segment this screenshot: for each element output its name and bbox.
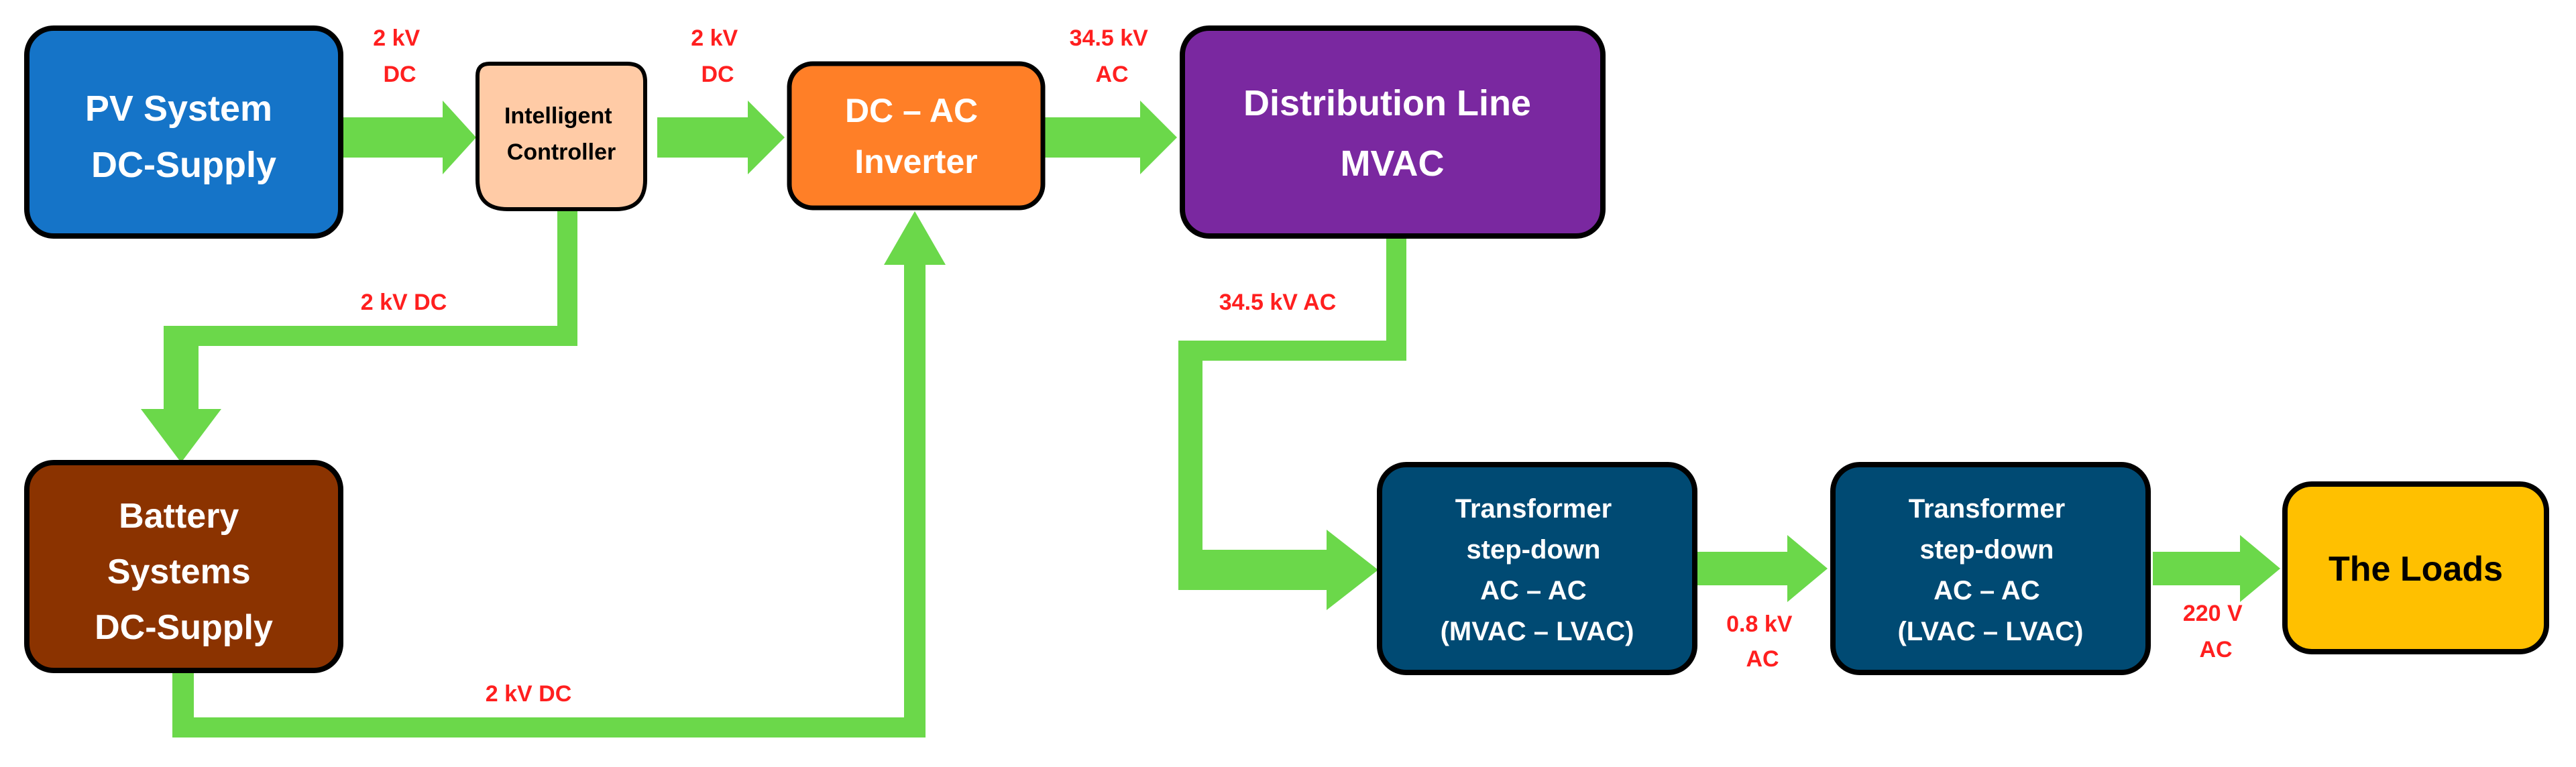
block-transformer1-line4: (MVAC – LVAC) xyxy=(1441,617,1634,646)
label-pv-to-controller: 2 kV DC xyxy=(373,25,426,87)
arrow-distribution-to-transformer1 xyxy=(1178,238,1406,610)
block-transformer2-line3: AC – AC xyxy=(1934,576,2040,605)
arrow-inverter-to-distribution xyxy=(1043,101,1177,174)
label-battery-to-inverter: 2 kV DC xyxy=(486,681,572,707)
svg-text:Transformer step-down: Transformer step-down AC – AC (MVAC – LV… xyxy=(1441,494,1634,646)
block-battery-line3: DC-Supply xyxy=(95,608,273,647)
block-pv-line1: PV System xyxy=(85,88,272,129)
label-transformer1-to-transformer2: 0.8 kV AC xyxy=(1726,611,1799,672)
block-battery-systems: Battery Systems DC-Supply xyxy=(24,460,343,673)
block-transformer2-line4: (LVAC – LVAC) xyxy=(1897,617,2083,646)
svg-text:The Loads: The Loads xyxy=(2329,550,2503,589)
block-the-loads: The Loads xyxy=(2282,481,2549,654)
block-transformer1-line2: step-down xyxy=(1466,535,1600,565)
block-transformer2-line1: Transformer xyxy=(1909,494,2065,524)
connectors xyxy=(141,101,2280,738)
block-loads-line1: The Loads xyxy=(2329,550,2503,589)
block-controller-line1: Intelligent xyxy=(504,103,612,129)
svg-text:DC – AC Inverter: DC – AC Inverter xyxy=(845,92,987,180)
svg-text:Battery Systems DC: Battery Systems DC-Supply xyxy=(95,497,273,647)
block-inverter-line1: DC – AC xyxy=(845,92,978,129)
svg-text:Intelligent Controller: Intelligent Controller xyxy=(504,103,618,165)
block-pv-system: PV System DC-Supply xyxy=(24,25,343,239)
arrow-pv-to-controller xyxy=(342,101,476,174)
block-dc-ac-inverter: DC – AC Inverter xyxy=(787,61,1046,211)
block-transformer2-line2: step-down xyxy=(1919,535,2054,565)
block-controller-line2: Controller xyxy=(507,139,616,165)
block-distribution-line2: MVAC xyxy=(1341,143,1445,184)
block-transformer1-line1: Transformer xyxy=(1455,494,1612,524)
label-inverter-to-distribution: 34.5 kV AC xyxy=(1070,25,1155,87)
block-inverter-line2: Inverter xyxy=(854,143,977,180)
arrow-controller-to-inverter xyxy=(657,101,785,174)
svg-text:PV System DC-Supply: PV System DC-Supply xyxy=(85,88,282,185)
block-distribution-line: Distribution Line MVAC xyxy=(1180,25,1606,239)
label-controller-to-inverter: 2 kV DC xyxy=(691,25,744,87)
block-transformer-lvac-lvac: Transformer step-down AC – AC (LVAC – LV… xyxy=(1830,462,2151,675)
label-controller-to-battery: 2 kV DC xyxy=(361,290,447,315)
label-transformer2-to-loads: 220 V AC xyxy=(2183,601,2249,662)
block-transformer1-line3: AC – AC xyxy=(1480,576,1587,605)
label-distribution-down: 34.5 kV AC xyxy=(1219,290,1337,315)
arrow-controller-to-battery xyxy=(141,208,577,463)
block-battery-line2: Systems xyxy=(107,552,251,591)
block-distribution-line1: Distribution Line xyxy=(1243,83,1531,123)
block-intelligent-controller: Intelligent Controller xyxy=(475,62,647,211)
block-transformer-mvac-lvac: Transformer step-down AC – AC (MVAC – LV… xyxy=(1377,462,1697,675)
arrow-transformer1-to-transformer2 xyxy=(1697,535,1828,602)
arrow-transformer2-to-loads xyxy=(2153,535,2280,602)
svg-text:Distribution Line MVAC: Distribution Line MVAC xyxy=(1243,83,1541,184)
svg-text:Transformer step-down: Transformer step-down AC – AC (LVAC – LV… xyxy=(1897,494,2083,646)
block-battery-line1: Battery xyxy=(119,497,239,536)
block-pv-line2: DC-Supply xyxy=(91,145,276,185)
